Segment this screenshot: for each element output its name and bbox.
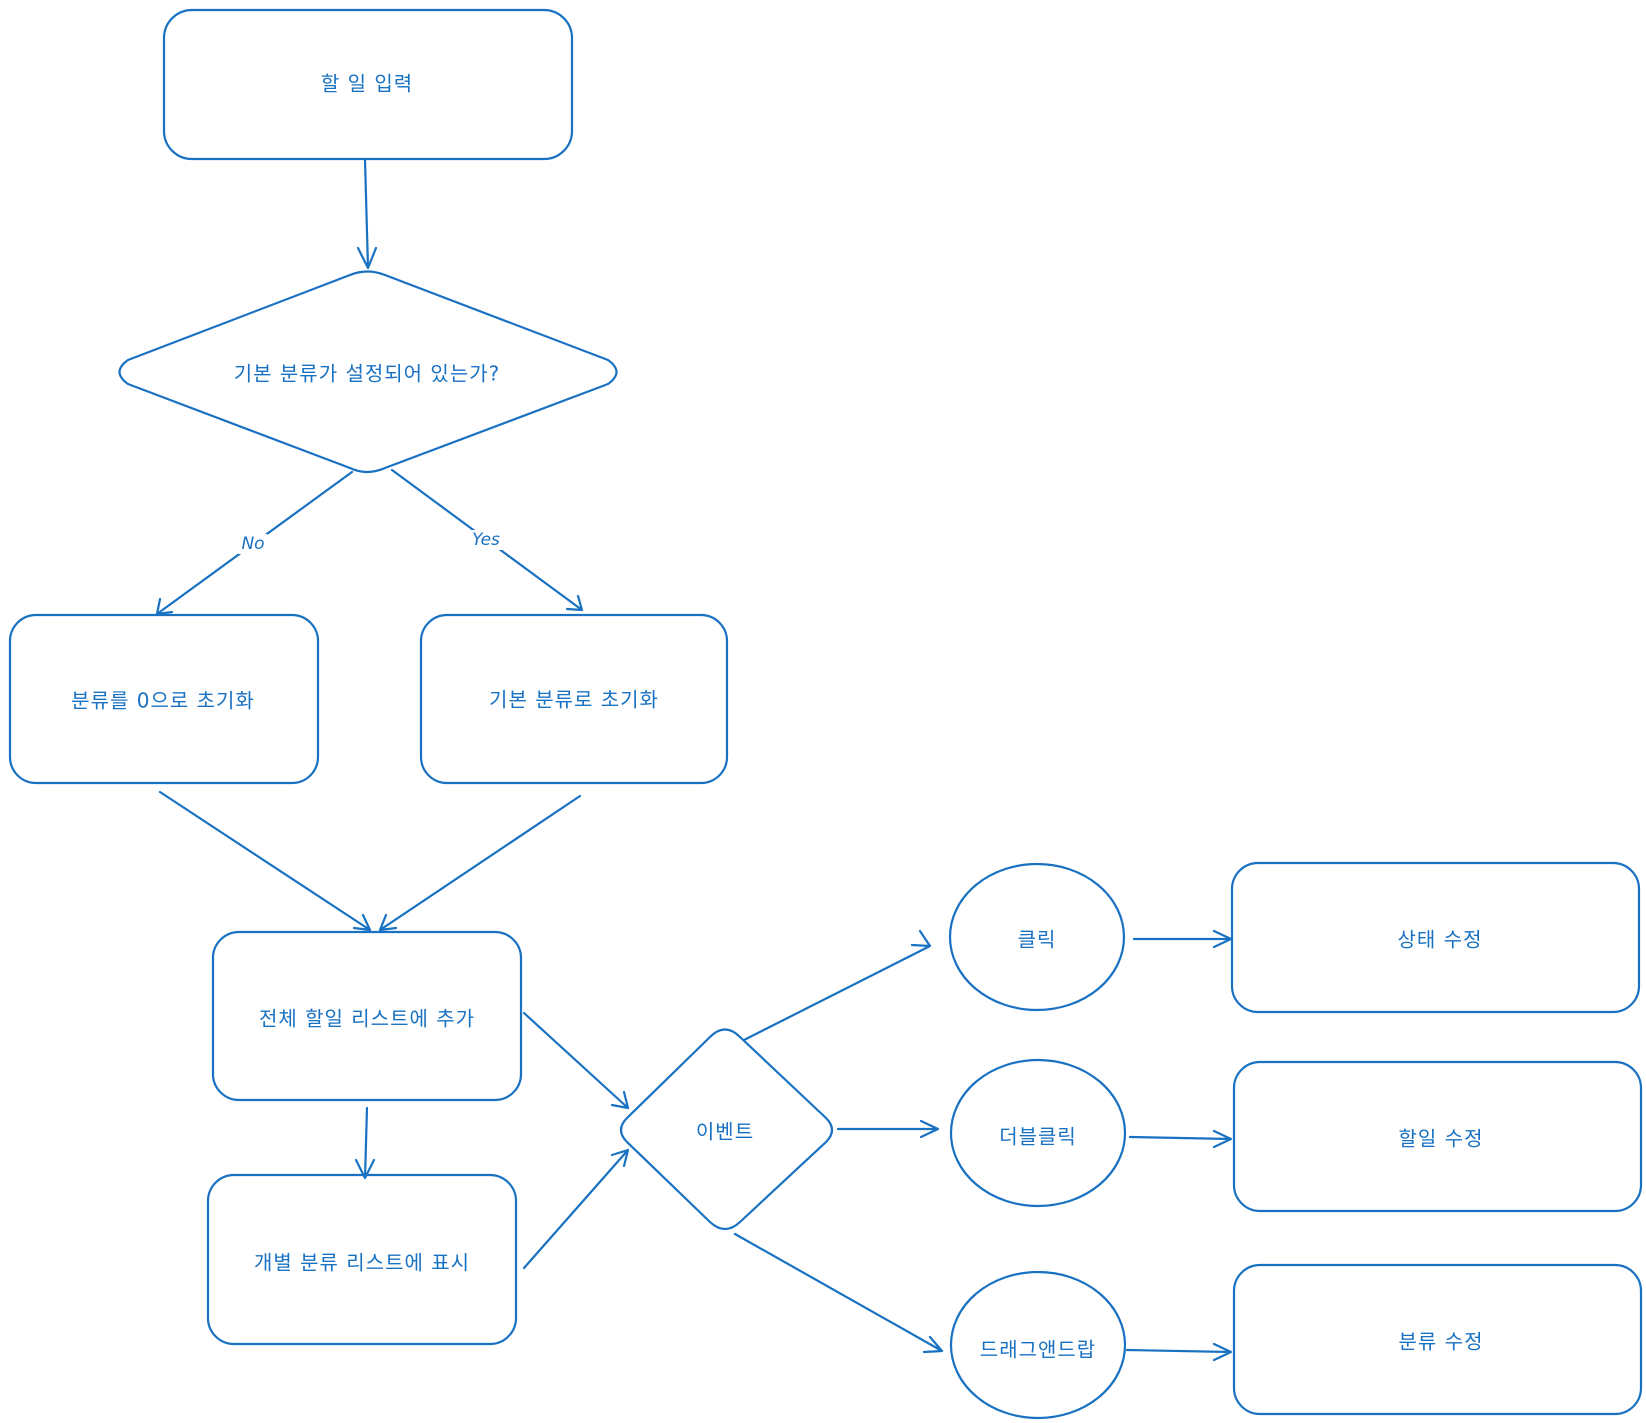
- node-edit-todo-box[interactable]: [1232, 1060, 1643, 1213]
- node-event-diamond[interactable]: [619, 1028, 834, 1231]
- label-init-zero: 분류를 0으로 초기화: [71, 688, 255, 713]
- edge-label-yes: Yes: [469, 530, 503, 550]
- label-drag-drop: 드래그앤드랍: [979, 1337, 1097, 1362]
- label-click: 클릭: [1017, 927, 1057, 952]
- node-input-box[interactable]: [162, 8, 574, 161]
- arrow-init-default-to-add-all: [378, 794, 582, 932]
- arrow-input-to-decision: [356, 158, 378, 270]
- label-edit-category: 분류 수정: [1398, 1329, 1484, 1354]
- arrow-event-to-click: [742, 929, 932, 1042]
- arrow-add-all-to-show-category: [354, 1106, 376, 1180]
- node-add-all-box[interactable]: [211, 930, 523, 1102]
- label-decision: 기본 분류가 설정되어 있는가?: [233, 361, 501, 386]
- node-decision-diamond[interactable]: [118, 270, 618, 474]
- arrow-init-zero-to-add-all: [158, 790, 372, 932]
- arrow-add-all-to-event: [522, 1011, 630, 1110]
- arrow-click-to-edit-status: [1132, 929, 1233, 949]
- arrow-event-to-drag-drop: [733, 1232, 944, 1354]
- node-edit-category-box[interactable]: [1232, 1263, 1643, 1416]
- label-edit-todo: 할일 수정: [1398, 1126, 1484, 1151]
- label-show-category: 개별 분류 리스트에 표시: [253, 1250, 471, 1275]
- node-init-default-box[interactable]: [419, 613, 729, 785]
- arrow-drag-drop-to-edit-category: [1125, 1342, 1233, 1362]
- arrow-event-to-double-click: [836, 1119, 940, 1139]
- node-double-click-ellipse[interactable]: [949, 1058, 1127, 1208]
- node-click-ellipse[interactable]: [948, 862, 1126, 1012]
- label-edit-status: 상태 수정: [1397, 927, 1483, 952]
- node-drag-drop-ellipse[interactable]: [949, 1270, 1127, 1420]
- label-input: 할 일 입력: [320, 71, 414, 96]
- node-edit-status-box[interactable]: [1230, 861, 1641, 1014]
- label-init-default: 기본 분류로 초기화: [489, 687, 659, 712]
- label-event: 이벤트: [695, 1119, 755, 1144]
- arrow-show-category-to-event: [522, 1148, 630, 1270]
- node-init-zero-box[interactable]: [8, 613, 320, 785]
- node-show-category-box[interactable]: [206, 1173, 518, 1346]
- label-add-all: 전체 할일 리스트에 추가: [258, 1006, 476, 1031]
- label-double-click: 더블클릭: [999, 1124, 1077, 1149]
- edge-label-no: No: [238, 534, 268, 554]
- arrow-double-click-to-edit-todo: [1128, 1129, 1233, 1149]
